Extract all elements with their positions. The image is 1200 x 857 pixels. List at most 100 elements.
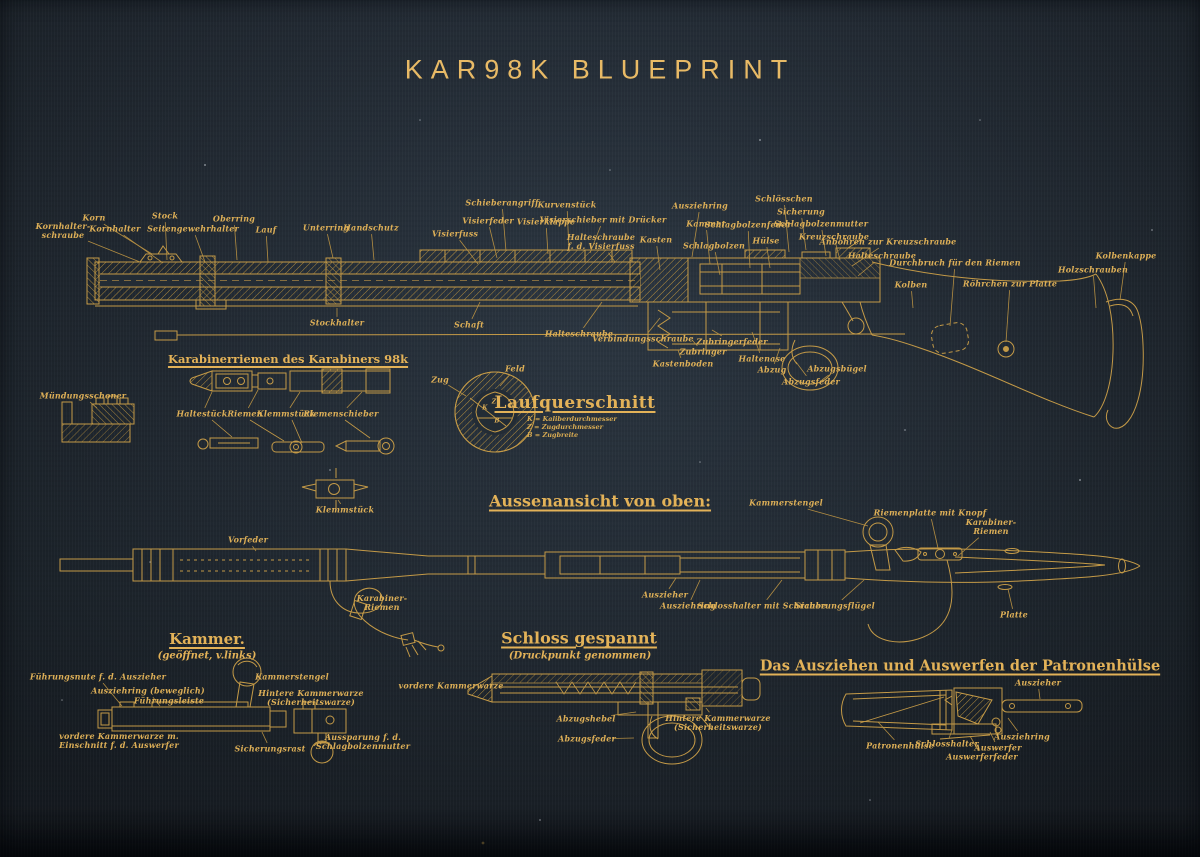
part-label: Kastenboden bbox=[652, 358, 714, 369]
part-label: Riemenschieber bbox=[303, 408, 379, 419]
part-label: Handschutz bbox=[343, 222, 399, 233]
part-label: Patronenhülse bbox=[866, 740, 934, 751]
part-label: Auswerfer bbox=[974, 742, 1022, 753]
part-label: Kornhalter- schraube bbox=[35, 221, 91, 240]
side-view-rifle bbox=[86, 238, 1144, 429]
part-label: Hintere Kammerwarze (Sicherheitswarze) bbox=[665, 713, 771, 732]
part-label: Kreuzschraube bbox=[798, 231, 870, 242]
bolt-assembly-open bbox=[97, 657, 347, 764]
part-label: Auszieher bbox=[641, 589, 689, 600]
part-label: Ausziehring bbox=[672, 200, 728, 211]
part-label: Haltestück bbox=[176, 408, 228, 419]
part-label: Anbohren zur Kreuzschraube bbox=[819, 236, 957, 247]
part-label: Stock bbox=[151, 210, 179, 221]
part-label: Visierklappe bbox=[516, 216, 576, 227]
part-label: Schlosshalter mit Schraube bbox=[697, 600, 827, 611]
part-label: Riemen bbox=[227, 408, 263, 419]
part-label: Karabiner- Riemen bbox=[965, 517, 1017, 536]
bolt-section-subtitle: (geöffnet, v.links) bbox=[157, 650, 257, 662]
part-label: Halteschraube f. d. Visierfuss bbox=[566, 232, 636, 251]
part-label: Sicherungsflügel bbox=[795, 600, 875, 611]
part-label: Vorfeder bbox=[227, 534, 269, 545]
part-label: Zubringer bbox=[679, 346, 727, 357]
lock-cocked bbox=[467, 669, 761, 765]
cross-section-legend-3: B = Zugbreite bbox=[527, 431, 579, 439]
cross-section-legend-2: Z = Zugdurchmesser bbox=[527, 423, 604, 431]
extraction-diagram bbox=[841, 687, 1083, 740]
part-label: vordere Kammerwarze bbox=[398, 680, 504, 691]
part-label: Stockhalter bbox=[309, 317, 365, 328]
part-label: Holzschrauben bbox=[1058, 264, 1128, 275]
part-label: Z bbox=[491, 398, 497, 406]
paper-specks bbox=[61, 119, 1153, 845]
barrel-cross-section bbox=[454, 371, 536, 453]
part-label: Kolben bbox=[894, 279, 928, 290]
part-label: Sicherung bbox=[777, 206, 825, 217]
part-label: Abzugsfeder bbox=[558, 733, 616, 744]
part-label: Kolbenkappe bbox=[1095, 250, 1157, 261]
part-label: K bbox=[482, 404, 488, 412]
part-label: Halteschraube bbox=[544, 328, 614, 339]
part-label: Seitengewehrhalter bbox=[147, 223, 239, 234]
sling-section-title: Karabinerriemen des Karabiners 98k bbox=[167, 352, 409, 366]
part-label: Hülse bbox=[752, 235, 780, 246]
part-label: Visierfuss bbox=[431, 228, 479, 239]
part-label: Lauf bbox=[255, 224, 277, 235]
top-view-rifle bbox=[59, 516, 1141, 658]
leader-lines bbox=[87, 205, 1126, 752]
part-label: Schieberangriff bbox=[465, 197, 539, 208]
part-label: Platte bbox=[1000, 609, 1028, 620]
part-label: Schlagbolzenfeder bbox=[704, 219, 792, 230]
part-label: vordere Kammerwarze m. Einschnitt f. d. … bbox=[59, 731, 179, 750]
top-view-section-title: Aussenansicht von oben: bbox=[488, 491, 712, 511]
part-label: Ausziehring bbox=[660, 600, 716, 611]
part-label: Korn bbox=[82, 212, 106, 223]
part-label: Schlagbolzen bbox=[682, 240, 746, 251]
part-label: Abzugsbügel bbox=[807, 363, 867, 374]
sling-and-muzzle-cover bbox=[61, 368, 395, 508]
part-label: Oberring bbox=[212, 213, 256, 224]
bolt-section-title: Kammer. bbox=[169, 630, 245, 648]
lock-section-title: Schloss gespannt bbox=[501, 628, 657, 648]
extraction-section-title: Das Ausziehen und Auswerfen der Patronen… bbox=[759, 657, 1161, 675]
part-label: Sicherungsrast bbox=[234, 743, 306, 754]
part-label: Zubringerfeder bbox=[696, 336, 768, 347]
cross-section-legend-1: K = Kaliberdurchmesser bbox=[527, 415, 617, 423]
part-label: Kammerstengel bbox=[255, 671, 329, 682]
part-label: Klemmstück bbox=[256, 408, 316, 419]
part-label: Auswerferfeder bbox=[946, 751, 1018, 762]
poster-title: KAR98K BLUEPRINT bbox=[404, 54, 796, 85]
part-label: Halteschraube bbox=[847, 250, 917, 261]
part-label: B bbox=[494, 417, 500, 425]
lock-section-subtitle: (Druckpunkt genommen) bbox=[508, 650, 652, 662]
part-label: Unterring bbox=[302, 222, 350, 233]
part-label: Kammerstengel bbox=[749, 497, 823, 508]
part-label: Kasten bbox=[639, 234, 673, 245]
part-label: Mündungsschoner bbox=[39, 390, 127, 401]
part-label: Hintere Kammerwarze (Sicherheitswarze) bbox=[258, 688, 364, 707]
part-label: Schlagbolzenmutter bbox=[773, 218, 869, 229]
part-label: Visierfeder bbox=[462, 215, 514, 226]
part-label: Auszieher bbox=[1014, 677, 1062, 688]
part-label: Schlösschen bbox=[755, 193, 813, 204]
part-label: Führungsnute f. d. Auszieher bbox=[29, 671, 167, 682]
part-label: Kammer bbox=[686, 218, 726, 229]
part-label: Riemenplatte mit Knopf bbox=[873, 507, 987, 518]
part-label: Röhrchen zur Platte bbox=[962, 278, 1058, 289]
part-label: Durchbruch für den Riemen bbox=[889, 257, 1021, 268]
part-label: Aussparung f. d. Schlagbolzenmutter bbox=[315, 732, 411, 751]
part-label: Kurvenstück bbox=[537, 199, 597, 210]
part-label: Führungsleiste bbox=[133, 695, 205, 706]
cross-section-title: Laufquerschnitt bbox=[494, 393, 656, 413]
part-label: Haltenase bbox=[738, 353, 786, 364]
part-label: Abzugshebel bbox=[556, 713, 616, 724]
part-label: Visierschieber mit Drücker bbox=[539, 214, 667, 225]
part-label: Ausziehring (beweglich) bbox=[91, 685, 205, 696]
part-label: Karabiner- Riemen bbox=[356, 593, 408, 612]
part-label: Abzug bbox=[757, 364, 787, 375]
part-label: Klemmstück bbox=[315, 504, 375, 515]
part-label: Ausziehring bbox=[994, 731, 1050, 742]
